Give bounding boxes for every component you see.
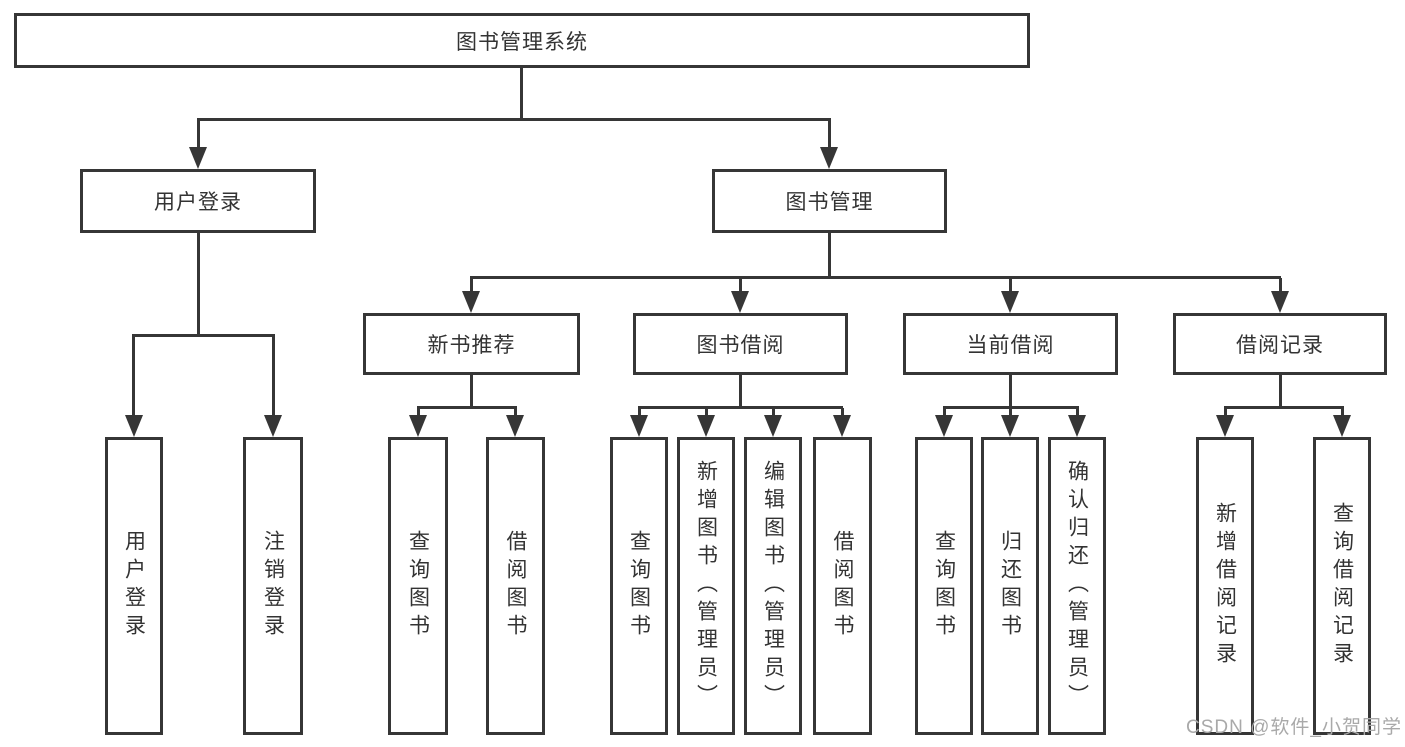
arrow-down-icon bbox=[264, 415, 282, 437]
connector-vline bbox=[132, 336, 135, 416]
connector-vline bbox=[739, 375, 742, 408]
connector-vline bbox=[705, 408, 708, 417]
leaf-borrow-books-recommend: 借阅图书 bbox=[486, 437, 545, 735]
watermark: CSDN @软件_小贺同学 bbox=[1186, 717, 1402, 738]
connector-hline bbox=[417, 406, 517, 409]
arrow-down-icon bbox=[1333, 415, 1351, 437]
node-current-borrowing: 当前借阅 bbox=[903, 313, 1118, 375]
node-book-borrowing: 图书借阅 bbox=[633, 313, 848, 375]
connector-vline bbox=[739, 278, 742, 292]
connector-vline bbox=[1009, 278, 1012, 292]
connector-vline bbox=[828, 233, 831, 278]
connector-vline bbox=[828, 120, 831, 148]
leaf-query-books-recommend: 查询图书 bbox=[388, 437, 448, 735]
arrow-down-icon bbox=[189, 147, 207, 169]
leaf-label: 查询借阅记录 bbox=[1330, 502, 1354, 670]
arrow-down-icon bbox=[935, 415, 953, 437]
node-borrow-records: 借阅记录 bbox=[1173, 313, 1387, 375]
arrow-down-icon bbox=[731, 291, 749, 313]
connector-hline bbox=[1224, 406, 1344, 409]
leaf-add-book-admin: 新增图书（管理员） bbox=[677, 437, 735, 735]
arrow-down-icon bbox=[764, 415, 782, 437]
connector-vline bbox=[197, 120, 200, 148]
leaf-label: 借阅图书 bbox=[504, 530, 527, 642]
connector-hline bbox=[197, 118, 831, 121]
connector-vline bbox=[1224, 408, 1227, 417]
leaf-return-books: 归还图书 bbox=[981, 437, 1039, 735]
connector-vline bbox=[272, 336, 275, 416]
connector-vline bbox=[1076, 408, 1079, 417]
leaf-label: 新增图书（管理员） bbox=[694, 460, 718, 712]
connector-vline bbox=[197, 233, 200, 336]
arrow-down-icon bbox=[506, 415, 524, 437]
leaf-query-borrow-record: 查询借阅记录 bbox=[1313, 437, 1371, 735]
leaf-label: 确认归还（管理员） bbox=[1065, 460, 1089, 712]
leaf-confirm-return-admin: 确认归还（管理员） bbox=[1048, 437, 1106, 735]
arrow-down-icon bbox=[462, 291, 480, 313]
arrow-down-icon bbox=[409, 415, 427, 437]
node-root: 图书管理系统 bbox=[14, 13, 1030, 68]
leaf-label: 新增借阅记录 bbox=[1213, 502, 1237, 670]
leaf-label: 借阅图书 bbox=[831, 530, 854, 642]
leaf-query-books-current: 查询图书 bbox=[915, 437, 973, 735]
leaf-label: 查询图书 bbox=[406, 530, 430, 642]
arrow-down-icon bbox=[1068, 415, 1086, 437]
leaf-label: 注销登录 bbox=[261, 530, 285, 642]
arrow-down-icon bbox=[1271, 291, 1289, 313]
arrow-down-icon bbox=[833, 415, 851, 437]
arrow-down-icon bbox=[1216, 415, 1234, 437]
leaf-add-borrow-record: 新增借阅记录 bbox=[1196, 437, 1254, 735]
arrow-down-icon bbox=[697, 415, 715, 437]
arrow-down-icon bbox=[630, 415, 648, 437]
leaf-borrow-books-borrowing: 借阅图书 bbox=[813, 437, 872, 735]
connector-vline bbox=[1279, 375, 1282, 408]
connector-hline bbox=[470, 276, 1281, 279]
arrow-down-icon bbox=[125, 415, 143, 437]
arrow-down-icon bbox=[1001, 291, 1019, 313]
connector-hline bbox=[638, 406, 843, 409]
node-new-book-recommend: 新书推荐 bbox=[363, 313, 580, 375]
connector-hline bbox=[132, 334, 275, 337]
connector-vline bbox=[470, 278, 473, 292]
arrow-down-icon bbox=[820, 147, 838, 169]
arrow-down-icon bbox=[1001, 415, 1019, 437]
leaf-label: 编辑图书（管理员） bbox=[761, 460, 785, 712]
leaf-label: 查询图书 bbox=[932, 530, 956, 642]
leaf-user-login: 用户登录 bbox=[105, 437, 163, 735]
connector-vline bbox=[772, 408, 775, 417]
node-user-login: 用户登录 bbox=[80, 169, 316, 233]
connector-hline bbox=[943, 406, 1079, 409]
node-book-management: 图书管理 bbox=[712, 169, 947, 233]
leaf-logout: 注销登录 bbox=[243, 437, 303, 735]
connector-vline bbox=[943, 408, 946, 417]
connector-vline bbox=[520, 68, 523, 120]
connector-vline bbox=[470, 375, 473, 408]
connector-vline bbox=[1009, 408, 1012, 417]
connector-vline bbox=[1341, 408, 1344, 417]
leaf-label: 归还图书 bbox=[998, 530, 1022, 642]
connector-vline bbox=[514, 408, 517, 417]
connector-vline bbox=[841, 408, 844, 417]
connector-vline bbox=[417, 408, 420, 417]
leaf-label: 查询图书 bbox=[627, 530, 651, 642]
connector-vline bbox=[1009, 375, 1012, 408]
leaf-query-books-borrowing: 查询图书 bbox=[610, 437, 668, 735]
connector-vline bbox=[638, 408, 641, 417]
leaf-label: 用户登录 bbox=[122, 530, 146, 642]
connector-vline bbox=[1279, 278, 1282, 292]
leaf-edit-book-admin: 编辑图书（管理员） bbox=[744, 437, 802, 735]
